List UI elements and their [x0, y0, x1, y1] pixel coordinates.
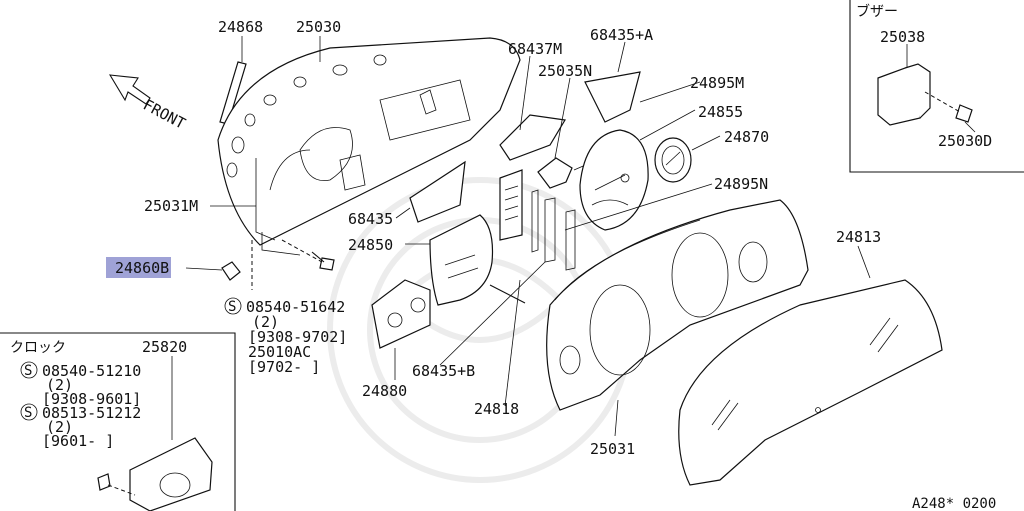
main-screw-alt-range: [9702- ] — [248, 358, 320, 376]
buzzer-panel-title: ブザー — [856, 3, 898, 20]
label-25031M: 25031M — [144, 197, 198, 215]
part-25038-buzzer — [877, 63, 973, 126]
part-25031M-circuit — [255, 158, 301, 256]
clock-screw2-no: 08513-51212 — [42, 404, 141, 422]
label-24868: 24868 — [218, 18, 263, 36]
clock-screw1-range: [9308-9601] — [42, 390, 141, 408]
label-24880: 24880 — [362, 382, 407, 400]
label-68435A: 68435+A — [590, 26, 653, 44]
part-68437M-plate — [499, 114, 566, 161]
label-24855: 24855 — [698, 103, 743, 121]
front-arrow-icon — [108, 74, 151, 105]
label-24895N: 24895N — [714, 175, 768, 193]
part-68435-window — [409, 160, 466, 223]
label-68435B: 68435+B — [412, 362, 475, 380]
main-dashed-guide — [251, 239, 323, 290]
main-screw-icon — [311, 251, 335, 271]
part-24855-speedometer — [579, 129, 649, 231]
label-25031: 25031 — [590, 440, 635, 458]
part-labels: FRONT 24868 25030 68437M 68435+A 25035N … — [10, 3, 996, 511]
part-68435A-cover — [584, 71, 641, 123]
part-24870-gauge — [654, 137, 692, 183]
main-screw-range: [9308-9702] — [248, 328, 347, 346]
label-24850: 24850 — [348, 236, 393, 254]
part-24880-gauge-pair — [371, 279, 431, 349]
highlight-box — [106, 257, 171, 278]
clock-screw2-qty: (2) — [46, 418, 73, 436]
clock-screw1-no: 08540-51210 — [42, 362, 141, 380]
label-25030D: 25030D — [938, 132, 992, 150]
s-mark-clock2-icon — [20, 403, 38, 421]
label-68435: 68435 — [348, 210, 393, 228]
s-mark-icon — [224, 297, 242, 315]
main-screw-alt-part: 25010AC — [248, 343, 311, 361]
s-mark-clock2: S — [24, 405, 32, 421]
label-24870: 24870 — [724, 128, 769, 146]
clock-panel-frame — [0, 332, 236, 511]
part-25030-housing — [217, 37, 521, 246]
label-25030: 25030 — [296, 18, 341, 36]
s-mark-clock1: S — [24, 363, 32, 379]
s-mark-clock1-icon — [20, 361, 38, 379]
buzzer-panel-frame — [849, 0, 1024, 173]
part-terminal-strips — [499, 169, 576, 271]
part-25035N-bulb — [537, 157, 573, 189]
label-68437M: 68437M — [508, 40, 562, 58]
label-25035N: 25035N — [538, 62, 592, 80]
label-24860B[interactable]: 24860B — [115, 259, 169, 277]
part-24850-tachometer — [429, 214, 526, 306]
clock-panel-title: クロック — [10, 340, 66, 356]
main-screw-qty: (2) — [252, 313, 279, 331]
label-25820: 25820 — [142, 338, 187, 356]
leader-lines — [171, 36, 976, 440]
part-24860B-bulb — [221, 261, 241, 281]
label-24818: 24818 — [474, 400, 519, 418]
label-24813: 24813 — [836, 228, 881, 246]
label-25038: 25038 — [880, 28, 925, 46]
part-25820-clock — [97, 437, 213, 511]
front-label: FRONT — [140, 96, 188, 133]
label-24895M: 24895M — [690, 74, 744, 92]
main-screw-part-no: 08540-51642 — [246, 298, 345, 316]
part-24813-lens — [678, 279, 943, 486]
clock-screw1-qty: (2) — [46, 376, 73, 394]
s-mark-main: S — [228, 299, 236, 315]
footer-code: A248* 0200 — [912, 496, 996, 511]
clock-screw2-range: [9601- ] — [42, 432, 114, 450]
part-25031-bezel — [546, 199, 809, 411]
